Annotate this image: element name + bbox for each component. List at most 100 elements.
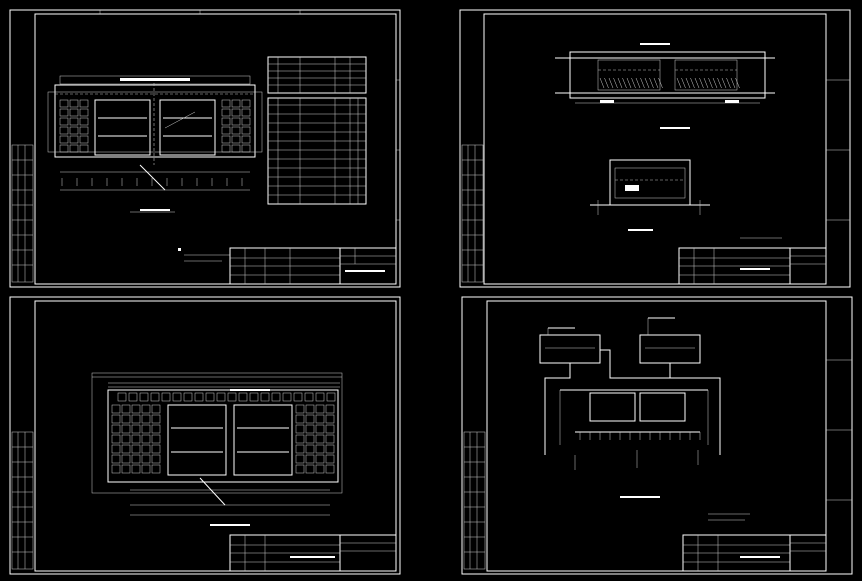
- cell: [325, 444, 335, 454]
- cell: [69, 117, 79, 126]
- cell: [315, 444, 325, 454]
- cell: [295, 444, 305, 454]
- cell: [241, 108, 251, 117]
- top-box: [172, 392, 182, 402]
- cell: [131, 434, 141, 444]
- cell: [305, 454, 315, 464]
- top-box: [315, 392, 325, 402]
- cell: [221, 117, 231, 126]
- cell: [79, 135, 89, 144]
- cell: [111, 464, 121, 474]
- cell: [231, 126, 241, 135]
- cell: [151, 454, 161, 464]
- cell: [141, 454, 151, 464]
- top-box: [260, 392, 270, 402]
- title-block-3: [229, 534, 397, 572]
- cell: [315, 404, 325, 414]
- cell: [69, 144, 79, 153]
- cell: [111, 434, 121, 444]
- cell: [111, 414, 121, 424]
- cell: [121, 424, 131, 434]
- cell: [141, 424, 151, 434]
- cell: [315, 454, 325, 464]
- sheet-plan-overall: [9, 296, 401, 575]
- cell: [231, 99, 241, 108]
- cell: [131, 444, 141, 454]
- cell: [151, 424, 161, 434]
- cell: [241, 99, 251, 108]
- cell: [121, 414, 131, 424]
- top-box: [117, 392, 127, 402]
- cell: [79, 117, 89, 126]
- cell: [305, 434, 315, 444]
- cell: [231, 135, 241, 144]
- top-box: [139, 392, 149, 402]
- materials-table: [267, 56, 367, 205]
- top-box: [183, 392, 193, 402]
- top-box: [205, 392, 215, 402]
- sheet-piping-schematic: [461, 296, 853, 575]
- cell: [295, 404, 305, 414]
- cell: [69, 126, 79, 135]
- filter-cells-left: [59, 99, 89, 153]
- cell: [121, 454, 131, 464]
- cell: [221, 99, 231, 108]
- top-box: [293, 392, 303, 402]
- cell: [121, 464, 131, 474]
- cell: [325, 434, 335, 444]
- cell: [295, 434, 305, 444]
- cell: [69, 135, 79, 144]
- cell: [59, 144, 69, 153]
- cell: [295, 424, 305, 434]
- cell: [59, 117, 69, 126]
- cell: [221, 144, 231, 153]
- cell: [241, 117, 251, 126]
- cell: [131, 454, 141, 464]
- cell: [231, 117, 241, 126]
- cell: [111, 454, 121, 464]
- top-box: [282, 392, 292, 402]
- cell: [111, 424, 121, 434]
- cell: [295, 464, 305, 474]
- cell: [141, 404, 151, 414]
- cell: [325, 404, 335, 414]
- cell: [79, 144, 89, 153]
- filter-cells-right: [221, 99, 251, 153]
- cell: [231, 108, 241, 117]
- cell: [69, 108, 79, 117]
- cell: [121, 444, 131, 454]
- title-block-4: [682, 534, 827, 572]
- cell: [131, 424, 141, 434]
- top-box: [227, 392, 237, 402]
- top-box: [271, 392, 281, 402]
- sheet-plan-layout: [9, 9, 401, 288]
- distribution-drops: [579, 432, 701, 440]
- cell: [241, 144, 251, 153]
- cell: [221, 135, 231, 144]
- cell: [151, 464, 161, 474]
- cell: [305, 404, 315, 414]
- cell: [59, 108, 69, 117]
- cell: [111, 404, 121, 414]
- cell: [141, 414, 151, 424]
- top-box: [326, 392, 336, 402]
- cell: [231, 144, 241, 153]
- cell: [141, 444, 151, 454]
- sheet-sections: [459, 9, 851, 288]
- cell: [141, 464, 151, 474]
- cell: [325, 424, 335, 434]
- cell: [121, 434, 131, 444]
- cell: [151, 444, 161, 454]
- cell: [221, 126, 231, 135]
- cell: [315, 414, 325, 424]
- top-box: [128, 392, 138, 402]
- cell: [305, 414, 315, 424]
- cell: [295, 454, 305, 464]
- cell: [69, 99, 79, 108]
- top-box: [249, 392, 259, 402]
- cell: [141, 434, 151, 444]
- top-box: [150, 392, 160, 402]
- title-block: [229, 247, 397, 285]
